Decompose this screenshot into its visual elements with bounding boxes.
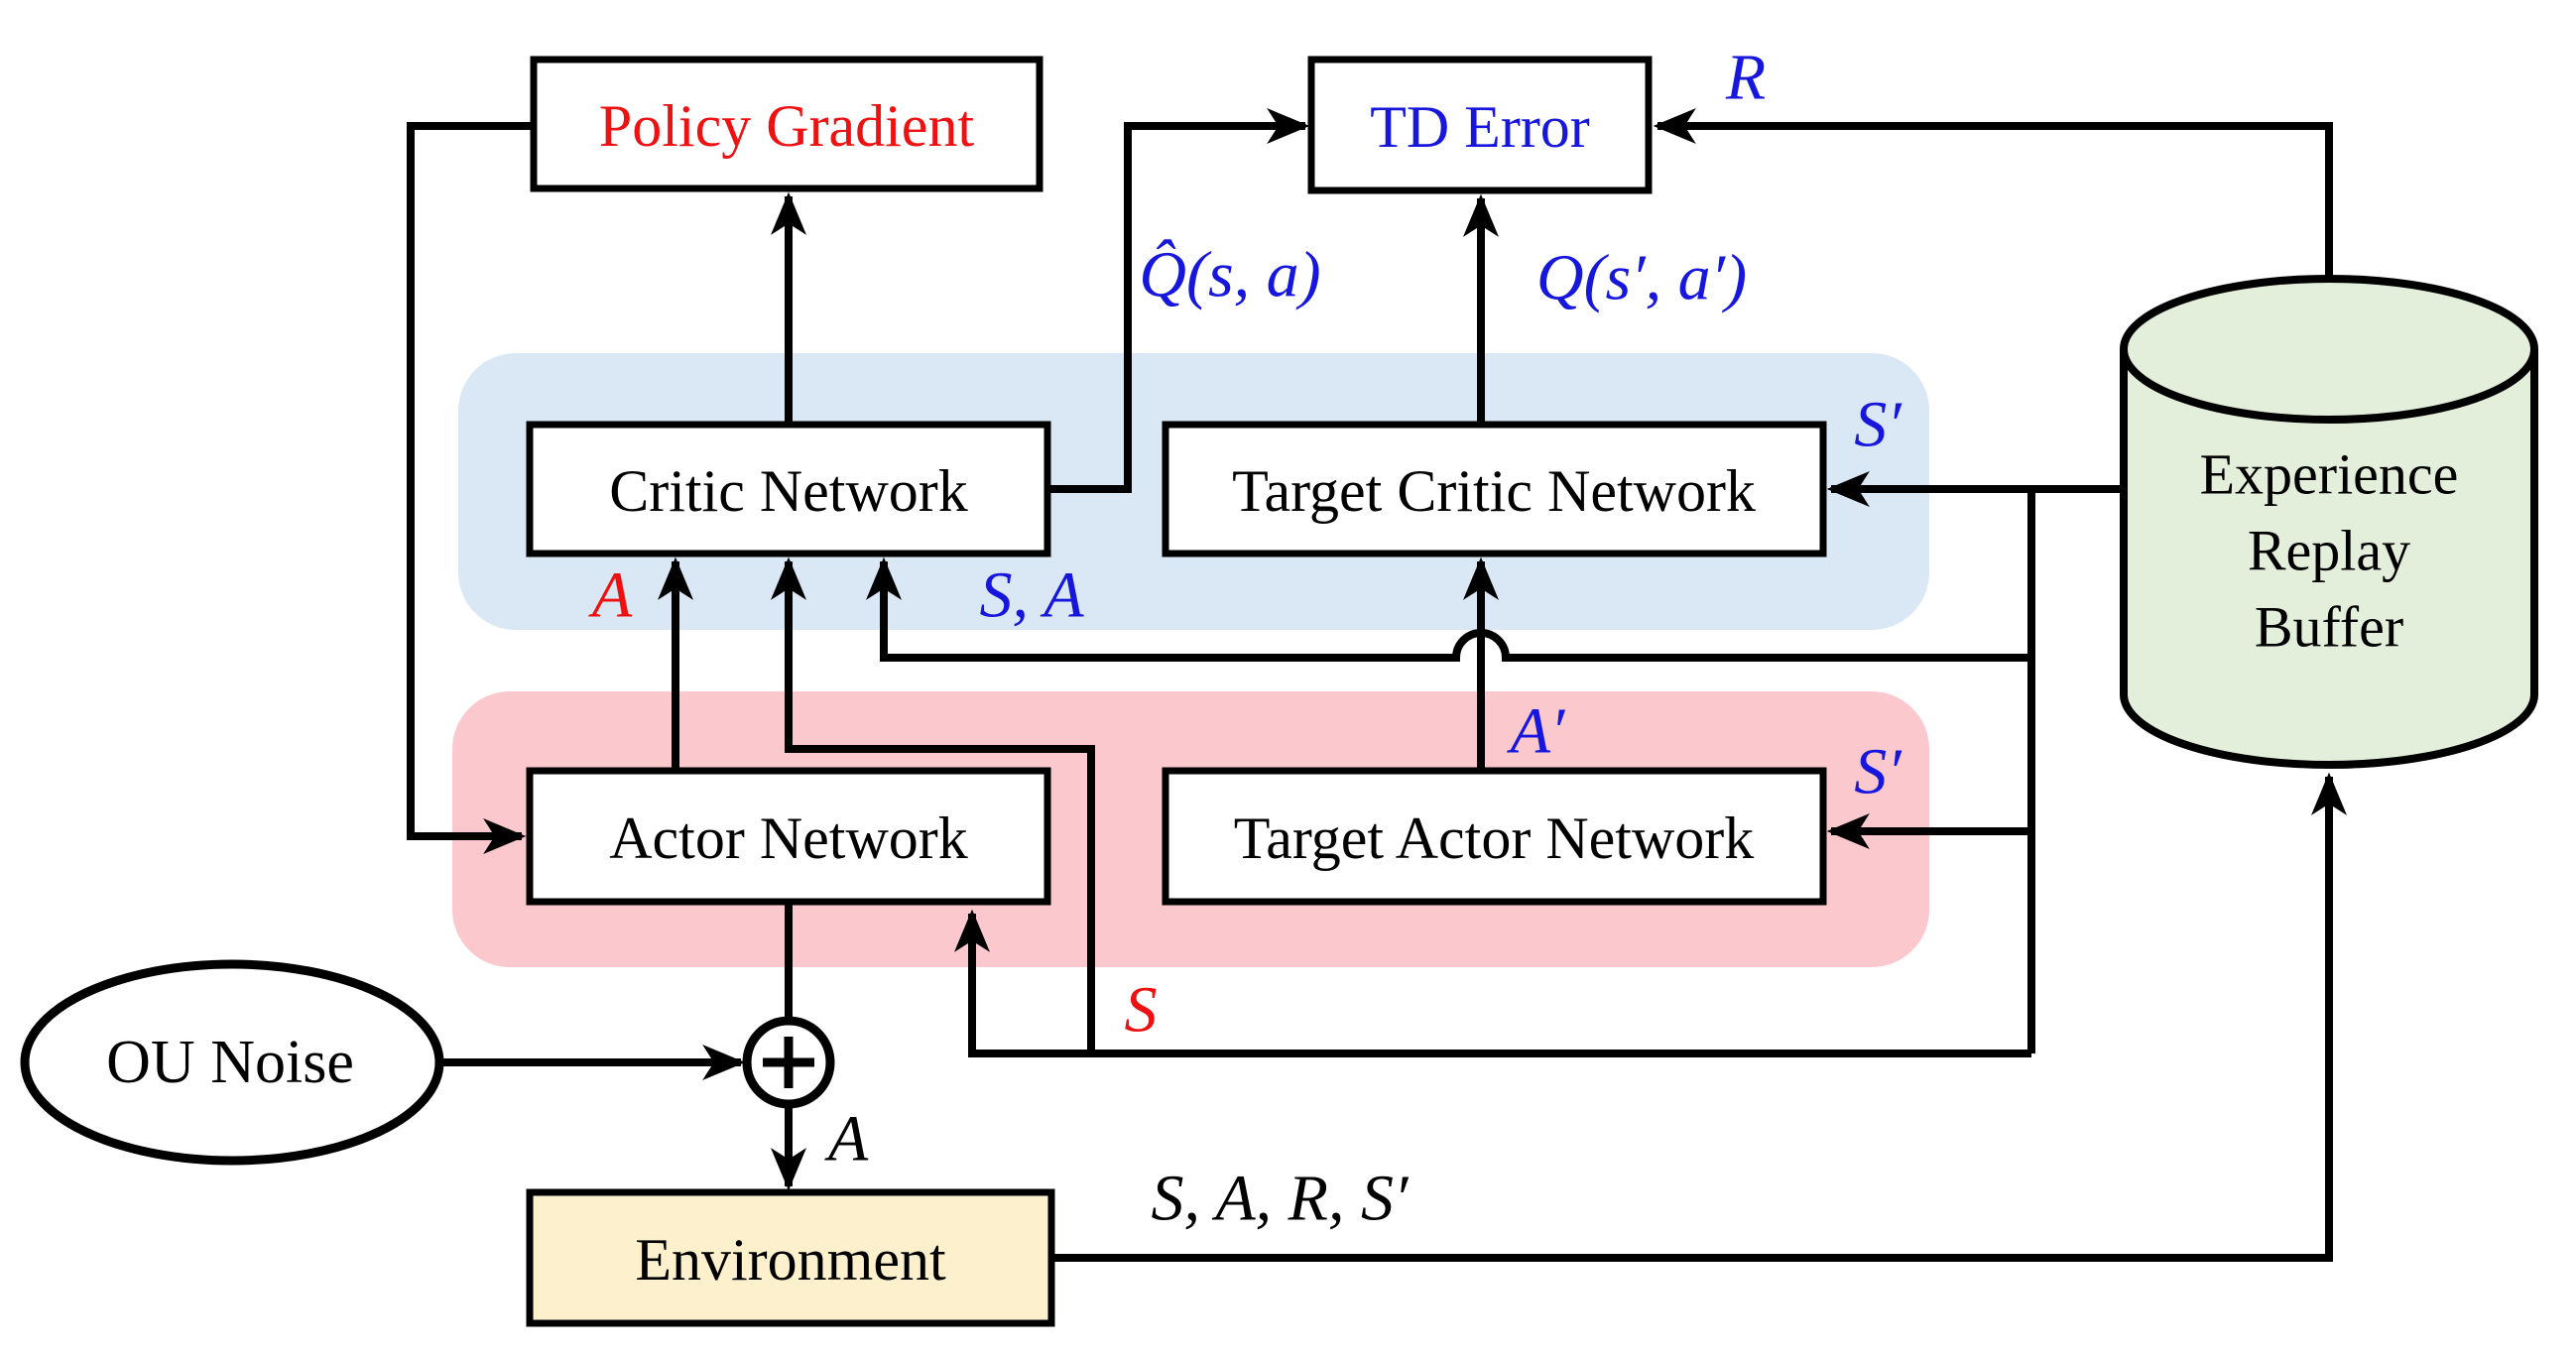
ou-noise-ellipse <box>20 959 444 1166</box>
transition-tuple-label: S, A, R, S′ <box>1152 1163 1410 1235</box>
connections <box>407 108 2347 1262</box>
reward-label: R <box>1725 42 1766 114</box>
plus-icon <box>763 1037 814 1088</box>
critic-network-rect <box>526 421 1051 557</box>
policy-gradient-rect <box>530 56 1043 192</box>
buffer-label-line2: Replay <box>2248 519 2410 583</box>
s-prime-top-label: S′ <box>1854 389 1902 461</box>
arrow-transition-env-to-buffer <box>1051 772 2347 1262</box>
target-critic-network-rect <box>1162 421 1827 557</box>
action-prime-label: A′ <box>1507 695 1566 768</box>
target-critic-network-label: Target Critic Network <box>1232 458 1756 524</box>
s-prime-mid-label: S′ <box>1854 736 1902 808</box>
actor-network-box: Actor Network <box>526 767 1051 906</box>
experience-replay-buffer: Experience Replay Buffer <box>2120 275 2538 769</box>
target-actor-network-rect <box>1162 767 1827 906</box>
arrow-reward-buffer-to-td-error <box>1653 108 2333 280</box>
arrow-state-to-actor <box>954 909 2031 1057</box>
actor-network-label: Actor Network <box>609 805 968 871</box>
environment-label: Environment <box>635 1227 946 1293</box>
buffer-cylinder-top <box>2120 275 2538 424</box>
ou-noise-node: OU Noise <box>20 959 444 1166</box>
state-action-label: S, A <box>979 559 1084 632</box>
target-actor-network-box: Target Actor Network <box>1162 767 1827 906</box>
critic-network-box: Critic Network <box>526 421 1051 557</box>
actor-network-rect <box>526 767 1051 906</box>
q-next-label: Q(s′, a′) <box>1536 242 1747 314</box>
target-actor-network-label: Target Actor Network <box>1234 805 1755 871</box>
target-critic-network-box: Target Critic Network <box>1162 421 1827 557</box>
action-red-label: A <box>588 559 633 632</box>
critic-network-label: Critic Network <box>609 458 968 524</box>
policy-gradient-label: Policy Gradient <box>599 93 975 159</box>
td-error-rect <box>1307 56 1653 194</box>
q-hat-label: Q̂(s, a) <box>1139 239 1320 311</box>
td-error-label: TD Error <box>1370 94 1590 160</box>
environment-rect <box>526 1188 1055 1327</box>
td-error-box: TD Error <box>1307 56 1653 194</box>
arrow-qhat-critic-to-td-error <box>1047 108 1310 493</box>
buffer-cylinder-body <box>2120 349 2538 769</box>
state-red-label: S <box>1125 974 1158 1047</box>
ou-noise-label: OU Noise <box>106 1029 354 1096</box>
action-black-label: A <box>824 1103 869 1175</box>
arrow-state-to-critic <box>771 556 1095 1053</box>
environment-box: Environment <box>526 1188 1055 1327</box>
policy-gradient-box: Policy Gradient <box>530 56 1043 192</box>
buffer-label-line3: Buffer <box>2255 595 2403 660</box>
arrow-policy-gradient-to-actor <box>407 122 534 854</box>
signal-labels: R Q̂(s, a) Q(s′, a′) S′ A S, A A′ S′ S A… <box>588 42 1902 1235</box>
sum-junction-icon <box>742 1016 835 1109</box>
buffer-label-line1: Experience <box>2200 442 2459 507</box>
